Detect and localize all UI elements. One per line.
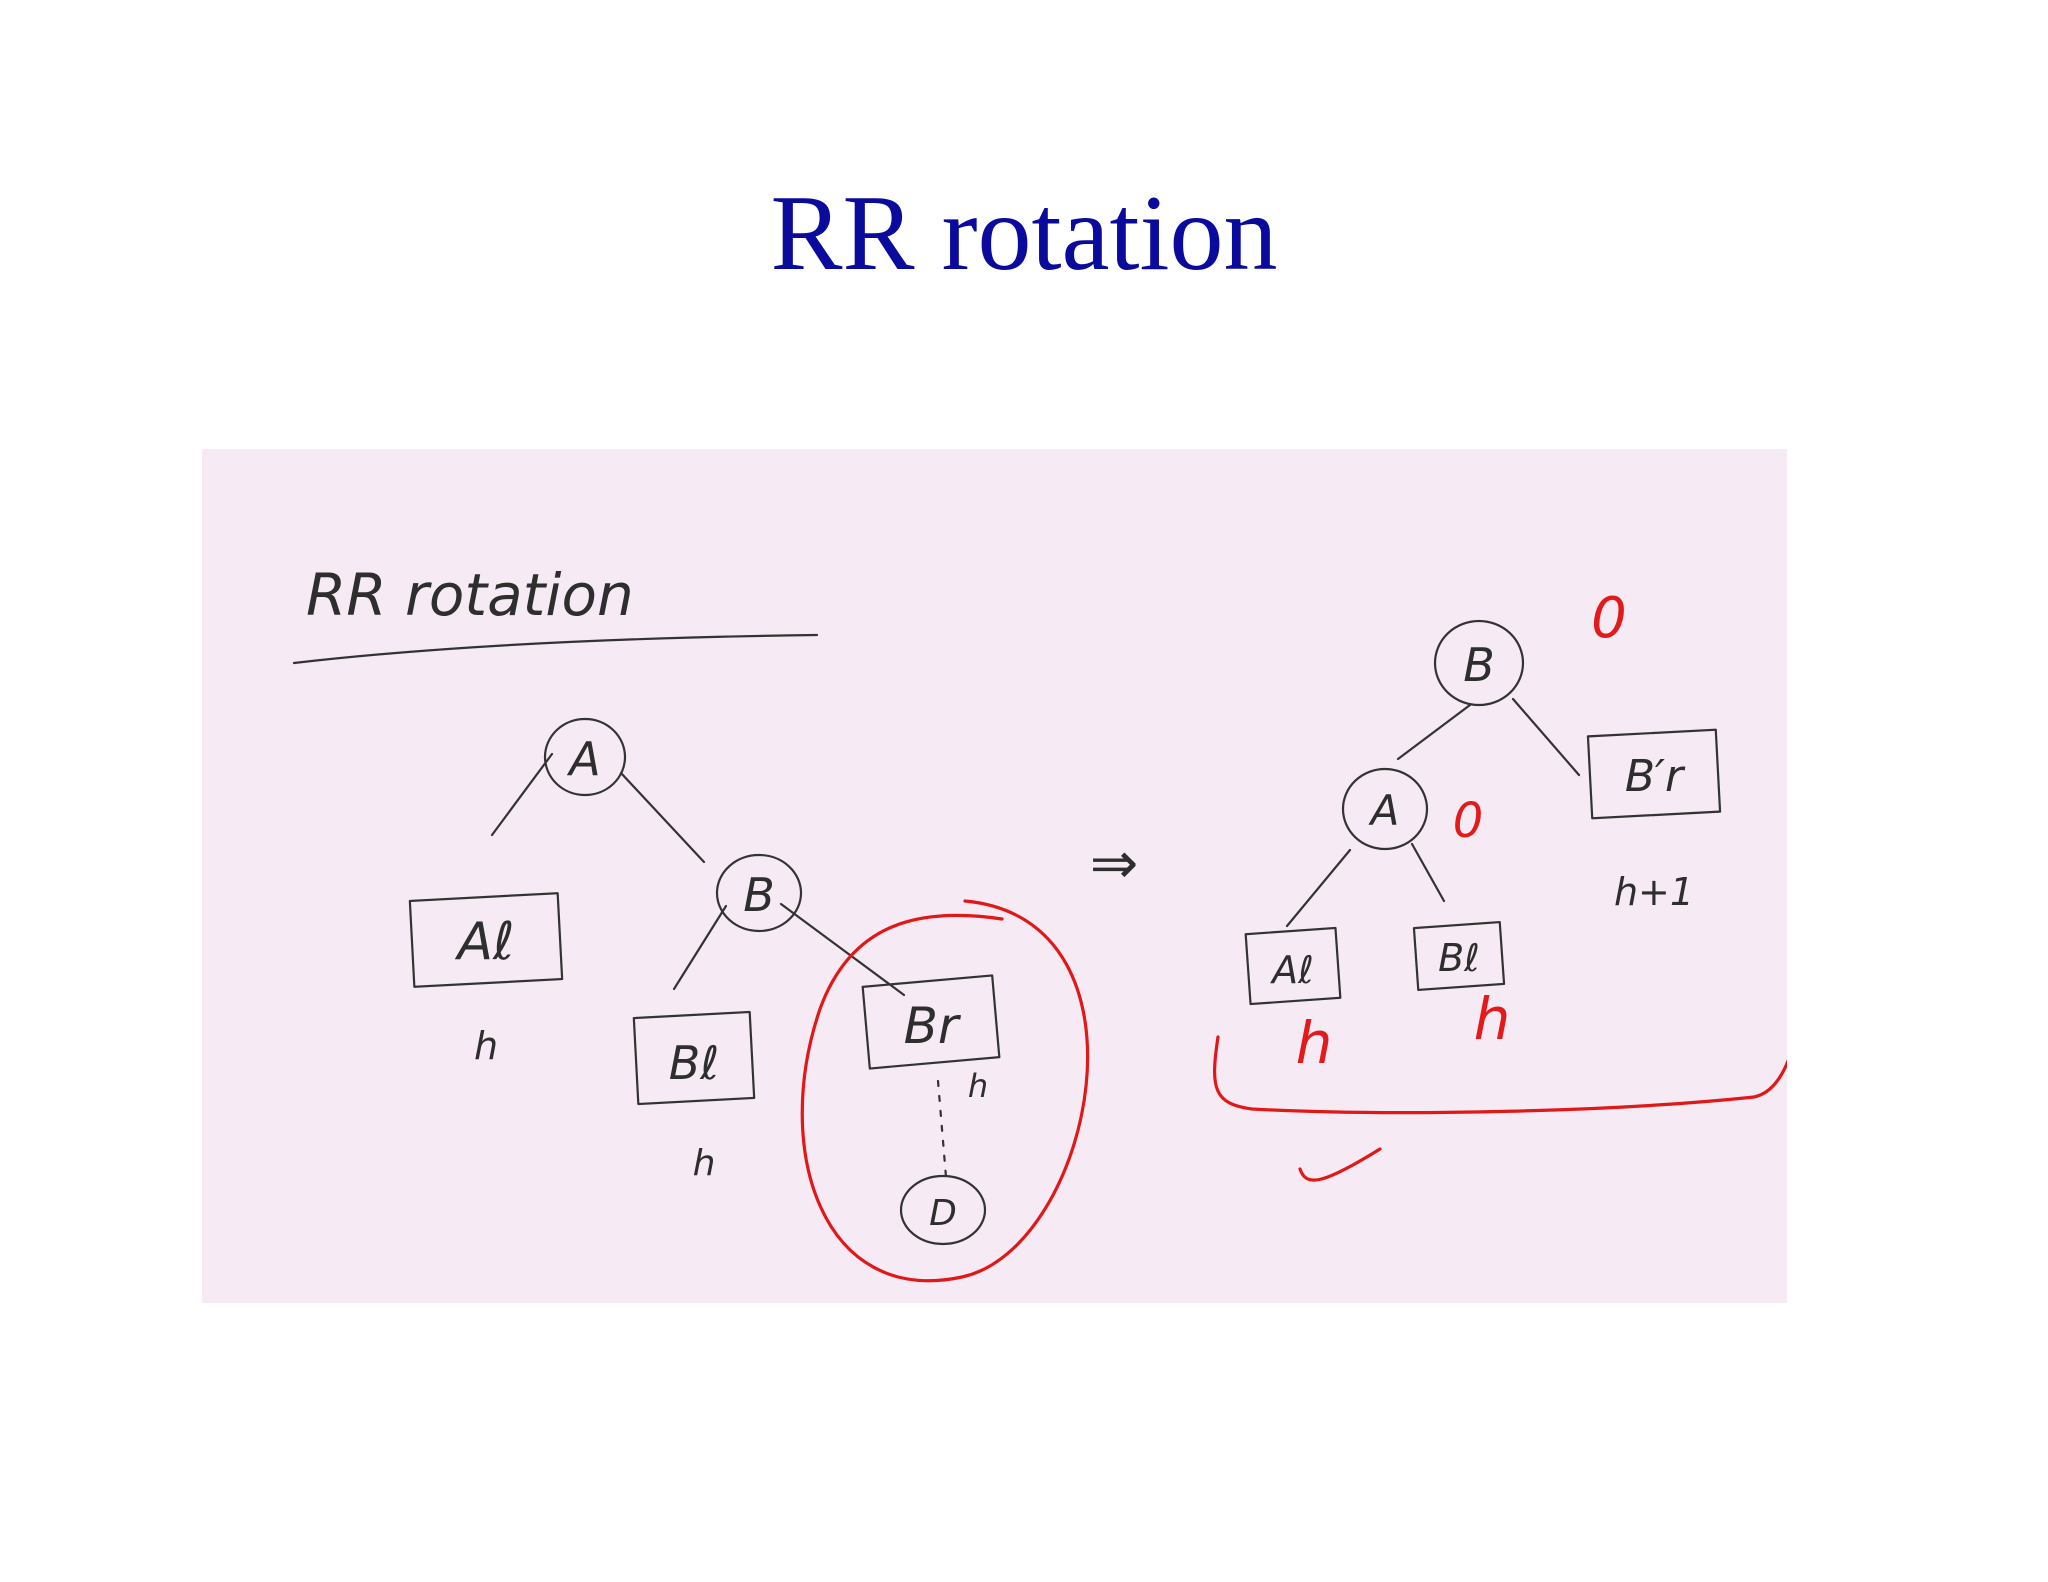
node-a bbox=[543, 717, 627, 797]
subtree-br-label: Br bbox=[904, 997, 962, 1055]
subtree-bl-box-after bbox=[1412, 920, 1506, 992]
subtree-bl-label-after: Bℓ bbox=[1438, 936, 1480, 980]
red-bracket-annotation bbox=[1212, 1035, 1787, 1115]
height-al: h bbox=[474, 1024, 498, 1068]
after-tree: B A B′r h+1 Aℓ Bℓ 0 0 h h bbox=[1212, 586, 1787, 1182]
edge-br-d bbox=[936, 1079, 948, 1179]
edge-b-bl bbox=[672, 904, 728, 991]
red-checkmark bbox=[1298, 1147, 1382, 1182]
edge-b-a bbox=[1396, 703, 1472, 761]
edge-a-al bbox=[1285, 848, 1352, 928]
subtree-br-prime-label: B′r bbox=[1625, 751, 1686, 802]
edge-a-al bbox=[490, 752, 554, 837]
sketch-heading: RR rotation bbox=[306, 561, 634, 629]
red-height-bl: h bbox=[1474, 985, 1511, 1053]
node-b-root bbox=[1433, 619, 1525, 707]
subtree-al-box-after bbox=[1244, 926, 1342, 1006]
height-br: h bbox=[968, 1067, 988, 1105]
slide-title: RR rotation bbox=[770, 174, 1278, 293]
height-bl: h bbox=[693, 1143, 716, 1184]
edge-a-bl bbox=[1410, 842, 1446, 903]
node-a-label: A bbox=[566, 732, 600, 786]
handwritten-sketch-photo: RR rotation A B Aℓ h Bℓ h Br h D bbox=[202, 449, 1787, 1303]
subtree-al-box bbox=[408, 892, 564, 988]
subtree-br-box bbox=[861, 974, 1001, 1070]
node-a-child bbox=[1341, 767, 1429, 851]
node-d bbox=[899, 1174, 987, 1246]
node-b bbox=[715, 853, 803, 933]
heading-underline bbox=[292, 633, 819, 665]
transform-arrow: ⇒ bbox=[1090, 829, 1139, 897]
subtree-br-prime-box bbox=[1586, 728, 1722, 820]
balance-factor-a: 0 bbox=[1453, 793, 1484, 849]
edge-a-b bbox=[619, 771, 706, 864]
node-d-label: D bbox=[929, 1193, 957, 1234]
node-b-label: B bbox=[743, 868, 775, 922]
edge-b-br bbox=[779, 902, 906, 997]
balance-factor-b: 0 bbox=[1591, 586, 1627, 651]
subtree-bl-box bbox=[632, 1010, 756, 1106]
before-tree: A B Aℓ h Bℓ h Br h D bbox=[408, 717, 1090, 1283]
edge-b-br bbox=[1511, 697, 1581, 777]
node-a-child-label: A bbox=[1368, 786, 1400, 835]
red-height-al: h bbox=[1296, 1009, 1333, 1077]
height-br-prime: h+1 bbox=[1614, 870, 1694, 914]
subtree-al-label-after: Aℓ bbox=[1269, 948, 1314, 992]
subtree-al-label: Aℓ bbox=[454, 912, 514, 972]
node-b-root-label: B bbox=[1463, 638, 1495, 692]
red-circle-annotation bbox=[800, 899, 1090, 1283]
subtree-bl-label: Bℓ bbox=[669, 1036, 720, 1090]
